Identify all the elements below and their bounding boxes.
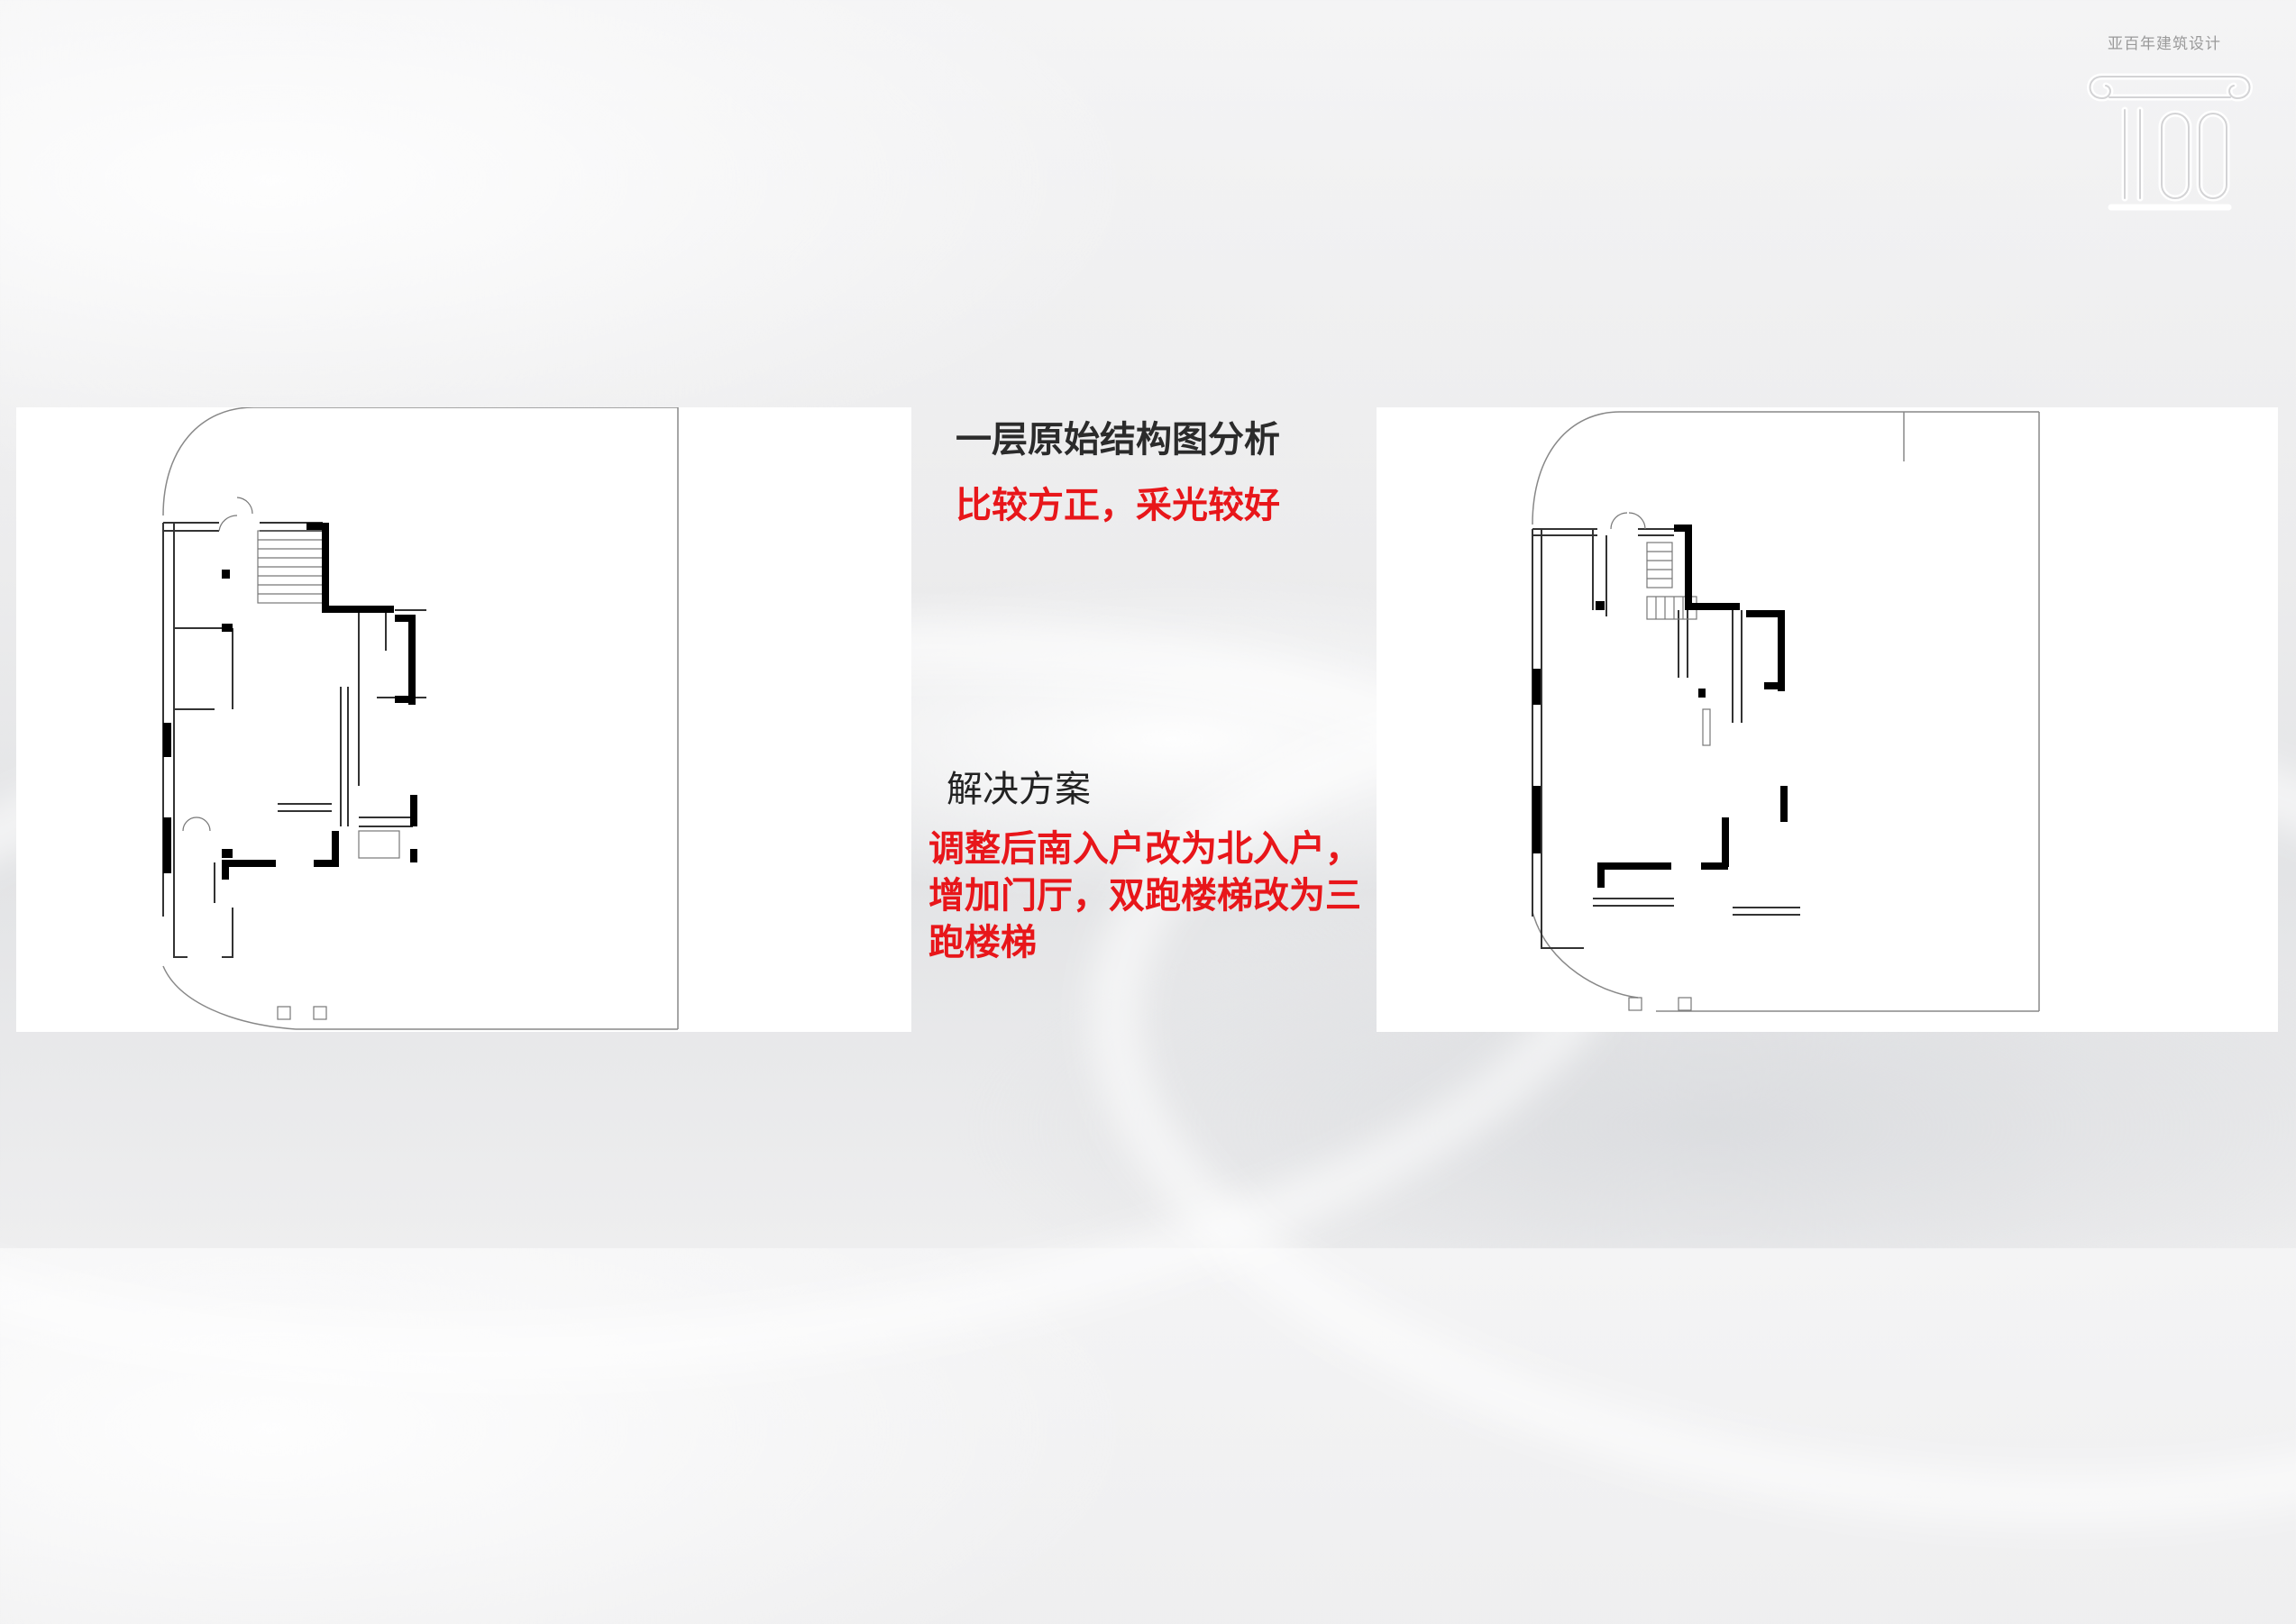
original-floor-plan-panel	[16, 407, 911, 1032]
adjusted-floor-plan-drawing	[1532, 411, 2040, 1012]
logo-caption: 亚百年建筑设计	[2108, 35, 2221, 53]
original-floor-plan-drawing	[162, 407, 679, 1030]
slide-heading: 一层原始结构图分析	[956, 419, 1280, 461]
slide-subtitle: 比较方正，采光较好	[956, 485, 1280, 526]
column-logo-icon	[2087, 73, 2253, 211]
adjusted-floor-plan-panel	[1377, 407, 2278, 1032]
solution-text: 调整后南入户改为北入户，增加门厅，双跑楼梯改为三跑楼梯	[928, 828, 1361, 963]
solution-label: 解决方案	[947, 769, 1091, 810]
